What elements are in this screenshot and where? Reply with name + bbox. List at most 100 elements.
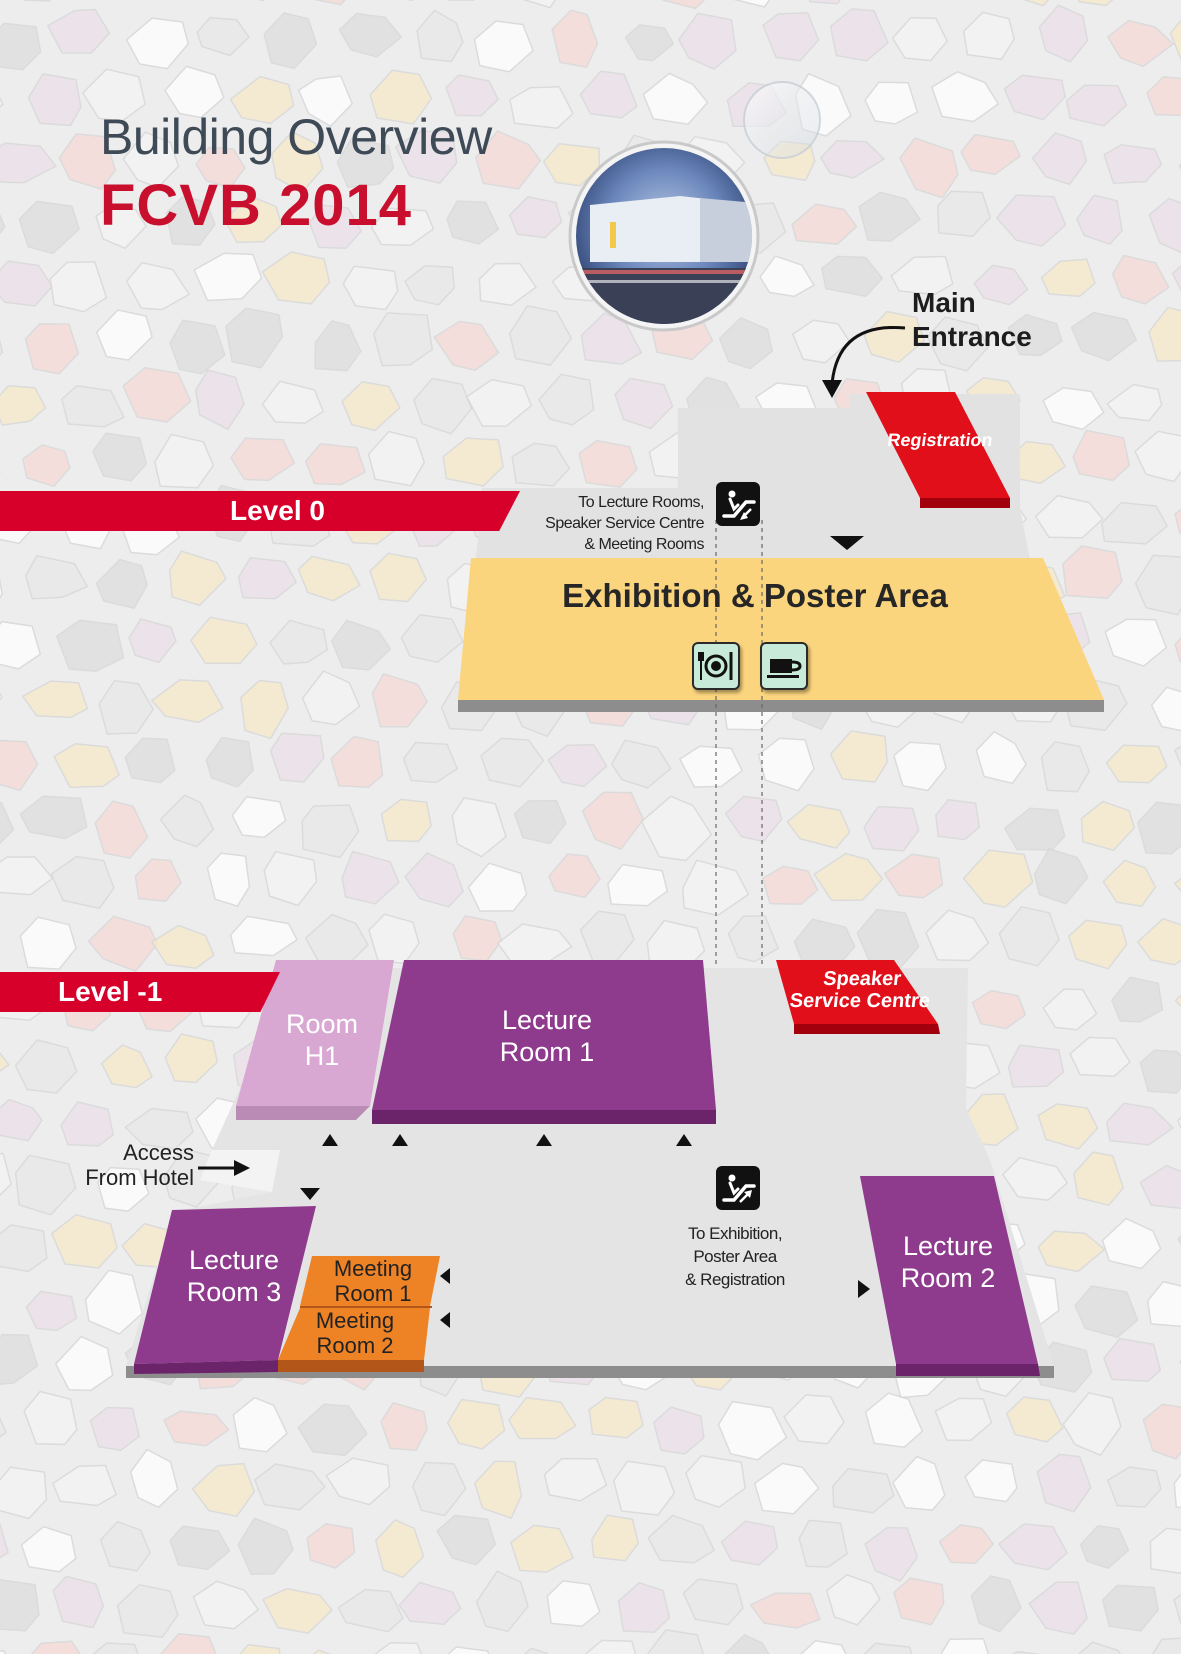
pebble	[99, 1520, 151, 1572]
pebble	[863, 310, 925, 363]
speaker-service-shape	[776, 960, 938, 1024]
pebble	[342, 265, 399, 311]
lecture-room-1-label: Lecture Room 1	[499, 1005, 595, 1067]
speaker-service-label: Speaker Service Centre	[788, 968, 932, 1012]
pebble	[0, 1466, 48, 1520]
pebble	[368, 913, 420, 965]
pebble	[1070, 311, 1138, 362]
pebble	[891, 16, 948, 62]
pebble	[193, 252, 263, 302]
pebble	[447, 1646, 490, 1654]
pebble	[297, 75, 353, 128]
pebble	[128, 618, 177, 664]
meeting-room-1-label: Meeting Room 1	[333, 1256, 413, 1306]
pebble	[749, 1592, 821, 1629]
pebble	[0, 0, 5, 3]
pebble	[864, 1392, 924, 1448]
pebble	[1065, 84, 1128, 127]
pebble	[269, 619, 329, 665]
pebble	[370, 207, 435, 247]
pebble	[446, 1398, 506, 1450]
pebble	[308, 204, 362, 249]
pebble	[1139, 1164, 1181, 1209]
pebble	[1149, 1527, 1181, 1574]
pebble	[1040, 741, 1090, 793]
pebble	[0, 260, 53, 307]
pebble	[975, 730, 1027, 785]
pebble	[1102, 859, 1157, 907]
pebble	[160, 1632, 217, 1654]
pebble	[829, 730, 888, 783]
room-h1-shape	[236, 960, 394, 1106]
pebble	[970, 1575, 1022, 1633]
pebble	[1076, 194, 1123, 245]
pebble	[95, 309, 153, 361]
pebble	[373, 312, 434, 367]
entrance-arrow	[830, 325, 906, 385]
pebble	[92, 432, 148, 482]
pebble	[231, 795, 287, 839]
pebble	[508, 1396, 577, 1440]
pebble	[1042, 387, 1105, 431]
pebble	[856, 908, 920, 970]
pebble	[1036, 1453, 1092, 1513]
pebble	[1040, 258, 1096, 298]
pebble	[733, 0, 771, 8]
pebble	[22, 444, 71, 487]
pebble	[1174, 994, 1181, 1008]
pebble	[84, 1269, 144, 1335]
pebble	[1007, 313, 1063, 357]
pebble	[0, 739, 39, 792]
pebble	[1105, 744, 1168, 784]
pebble	[892, 1455, 946, 1511]
pebble	[1171, 265, 1181, 292]
pebble	[1079, 1525, 1130, 1569]
pebble	[341, 850, 400, 905]
pebble	[1136, 801, 1181, 855]
pebble	[191, 1462, 256, 1518]
pebble	[938, 1524, 994, 1565]
pebble	[46, 8, 111, 54]
pebble	[465, 378, 533, 428]
pebble	[445, 74, 499, 117]
pebble	[325, 1457, 391, 1506]
pebble	[14, 1154, 77, 1216]
pebble	[159, 794, 215, 848]
pebble	[682, 1578, 744, 1626]
pebble	[682, 859, 750, 917]
pebble	[1169, 19, 1181, 61]
pebble	[301, 670, 361, 726]
pebble	[642, 72, 709, 126]
pebble	[718, 317, 773, 370]
pebble	[30, 1640, 81, 1654]
pebble	[192, 1580, 259, 1630]
pebble	[442, 437, 504, 487]
pebble	[49, 261, 108, 313]
pebble	[786, 803, 851, 849]
pebble	[1174, 508, 1181, 534]
pebble	[1146, 1280, 1181, 1328]
pebble	[330, 619, 392, 671]
pebble	[254, 1463, 326, 1511]
lecture-room-3-label: Lecture Room 3	[186, 1245, 282, 1307]
pebble	[100, 1044, 153, 1089]
pebble	[998, 1523, 1068, 1571]
pebble	[230, 437, 296, 482]
pebble	[402, 741, 459, 784]
pebble	[436, 1514, 497, 1566]
pebble	[53, 743, 120, 789]
pebble	[237, 1517, 294, 1575]
pebble	[1106, 1466, 1162, 1508]
pebble	[1069, 1036, 1131, 1078]
pebble	[413, 377, 473, 435]
pebble	[829, 8, 889, 62]
pebble	[971, 989, 1027, 1030]
pebble	[551, 9, 599, 68]
pebble	[297, 555, 361, 602]
pebble	[1174, 745, 1181, 768]
pebble	[1173, 1593, 1181, 1626]
pebble	[1103, 1337, 1162, 1382]
pebble	[509, 86, 574, 130]
pebble	[1062, 545, 1123, 599]
pebble	[1106, 383, 1163, 422]
